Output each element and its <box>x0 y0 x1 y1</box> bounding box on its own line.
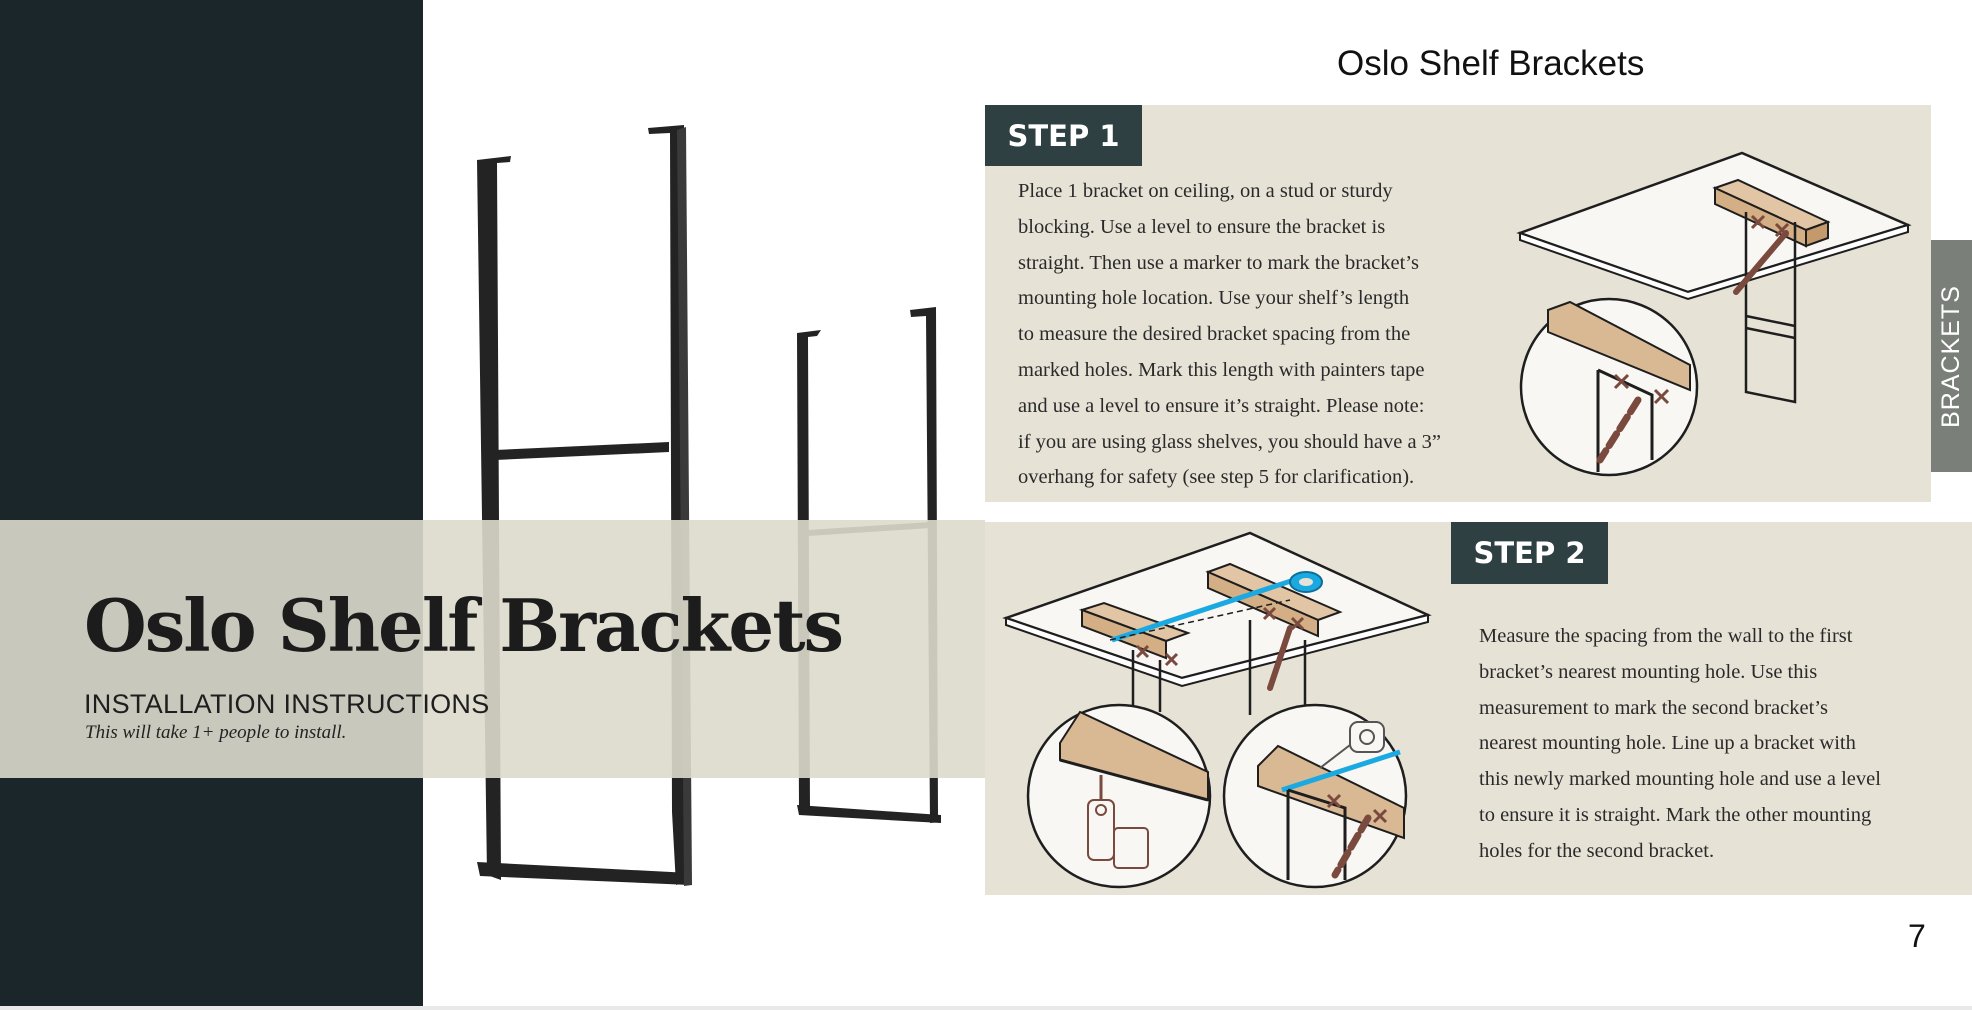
detail-circle <box>1519 297 1699 477</box>
left-dark-panel <box>0 0 423 1006</box>
step-2-illustration <box>1002 531 1432 889</box>
step-2-text: Measure the spacing from the wall to the… <box>1479 619 1881 870</box>
ceiling-plane <box>1516 151 1912 301</box>
step-2-line: nearest mounting hole. Line up a bracket… <box>1479 732 1856 755</box>
hero-title: Oslo Shelf Brackets <box>84 583 844 668</box>
page-number: 7 <box>1908 918 1926 954</box>
step-2-badge: STEP 2 <box>1451 522 1608 584</box>
drill-detail-circle <box>1026 703 1212 889</box>
step-2-line: to ensure it is straight. Mark the other… <box>1479 803 1872 826</box>
step-1-badge: STEP 1 <box>985 105 1142 166</box>
hanging-bracket <box>1744 212 1797 404</box>
title-band <box>0 520 985 778</box>
step-1-line: straight. Then use a marker to mark the … <box>1018 251 1419 274</box>
step-1-line: blocking. Use a level to ensure the brac… <box>1018 215 1386 238</box>
drill-icon <box>1087 775 1149 869</box>
bracket-product-photo <box>477 125 941 886</box>
step-1-line: if you are using glass shelves, you shou… <box>1018 430 1442 453</box>
hero-subtitle: INSTALLATION INSTRUCTIONS <box>84 689 490 719</box>
step-1-illustration <box>1516 151 1912 477</box>
page-bottom-edge <box>0 1006 1972 1010</box>
step-1-line: to measure the desired bracket spacing f… <box>1018 323 1411 346</box>
page-header-title: Oslo Shelf Brackets <box>1337 44 1645 83</box>
step-2-line: this newly marked mounting hole and use … <box>1479 768 1881 791</box>
mark-x <box>1135 606 1305 667</box>
tape-measure-icon <box>1319 721 1385 769</box>
painters-tape <box>1111 571 1323 643</box>
mark-x <box>1750 214 1790 238</box>
step-1-line: marked holes. Mark this length with pain… <box>1018 358 1425 381</box>
step-2-line: holes for the second bracket. <box>1479 839 1715 862</box>
step-1-text: Place 1 bracket on ceiling, on a stud or… <box>1018 174 1441 496</box>
step-1-line: overhang for safety (see step 5 for clar… <box>1018 466 1415 489</box>
install-note: This will take 1+ people to install. <box>85 722 347 743</box>
step-2-line: Measure the spacing from the wall to the… <box>1479 625 1853 647</box>
tape-measure-detail-circle <box>1222 703 1408 889</box>
step-1-line: mounting hole location. Use your shelf’s… <box>1018 287 1410 310</box>
step-1-line: and use a level to ensure it’s straight.… <box>1018 394 1425 417</box>
ceiling-plane <box>1002 531 1432 688</box>
marker-pen <box>1267 625 1293 691</box>
section-side-tab-label: BRACKETS <box>1937 284 1966 428</box>
section-side-tab[interactable]: BRACKETS <box>1931 240 1972 472</box>
step-2-line: measurement to mark the second bracket’s <box>1479 696 1828 719</box>
marker-pen <box>1733 230 1789 295</box>
step-2-line: bracket’s nearest mounting hole. Use thi… <box>1479 660 1818 683</box>
step-1-line: Place 1 bracket on ceiling, on a stud or… <box>1018 180 1393 202</box>
